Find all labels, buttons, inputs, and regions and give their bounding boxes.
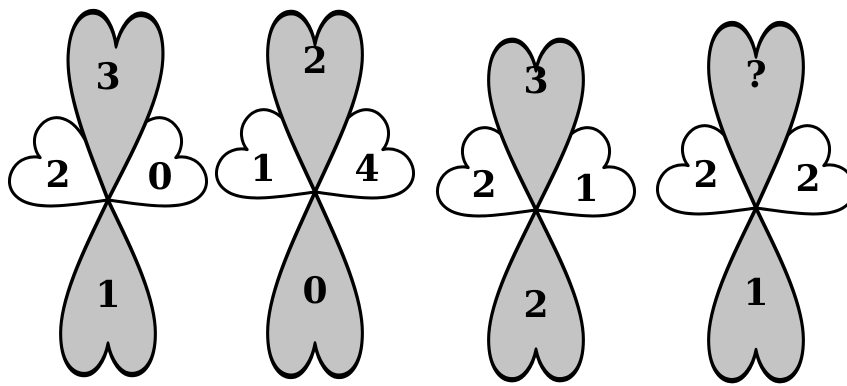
top-number: 2	[302, 40, 327, 82]
right-number: 1	[573, 168, 598, 210]
bottom-number: 0	[302, 270, 327, 312]
bottom-number: 2	[523, 284, 548, 326]
bottom-number: 1	[95, 274, 120, 316]
flower-3: 3 2 1 2	[429, 40, 642, 380]
right-number: 4	[354, 148, 379, 190]
left-number: 1	[250, 148, 275, 190]
bottom-number: 1	[743, 272, 768, 314]
top-number: ?	[745, 54, 766, 96]
left-number: 2	[45, 154, 70, 196]
left-number: 2	[471, 164, 496, 206]
right-number: 2	[795, 158, 820, 200]
flower-1: 3 2 0 1	[1, 11, 214, 375]
top-number: 3	[95, 56, 120, 98]
right-number: 0	[147, 156, 172, 198]
flower-2: 2 1 4 0	[208, 13, 421, 377]
flower-4: ? 2 2 1	[649, 24, 847, 381]
left-number: 2	[693, 154, 718, 196]
top-number: 3	[523, 60, 548, 102]
